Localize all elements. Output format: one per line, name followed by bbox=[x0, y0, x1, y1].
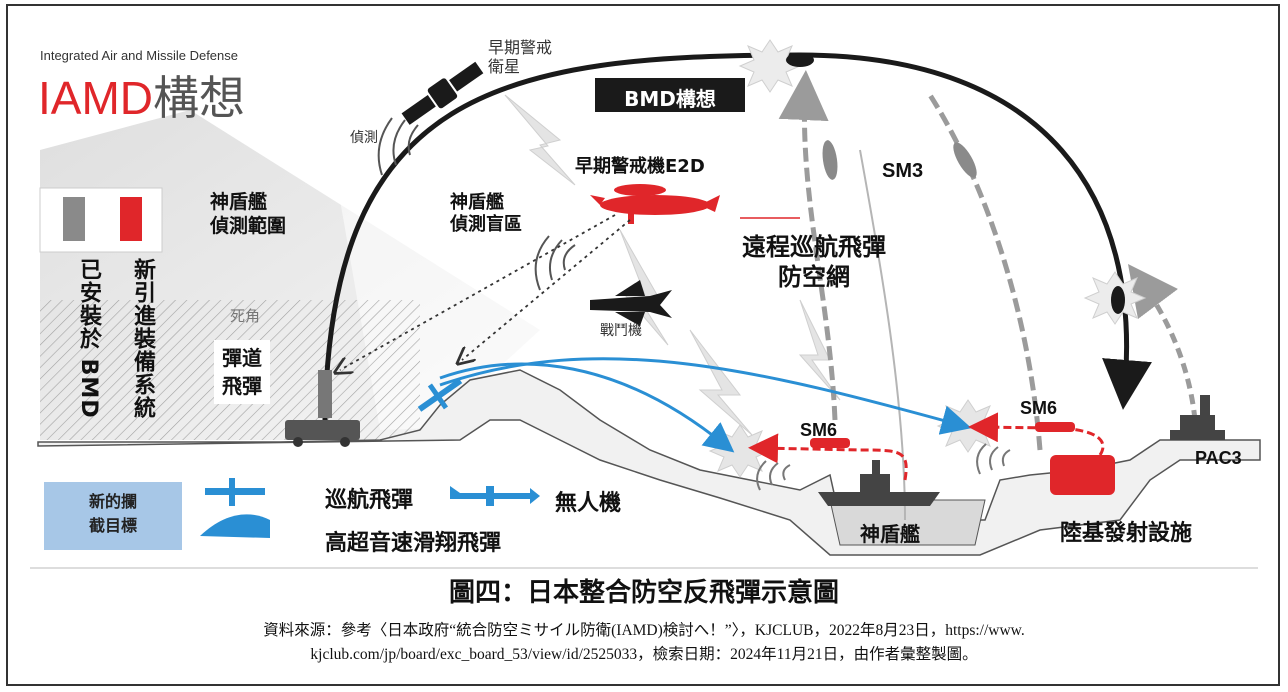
legend-hypersonic-icon bbox=[200, 514, 270, 538]
fighter-jet bbox=[590, 280, 672, 326]
figure-caption: 圖四：日本整合防空反飛彈示意圖 bbox=[448, 578, 839, 608]
sm6-path-left bbox=[748, 433, 908, 481]
legend-installed-swatch bbox=[63, 197, 85, 241]
sm6-left-label: SM6 bbox=[800, 420, 838, 440]
explosion-top-left bbox=[738, 39, 802, 93]
aegis-blind-label: 神盾艦 偵測盲區 bbox=[450, 192, 522, 235]
legend-new-label: 新引進裝備系統 bbox=[130, 258, 155, 419]
bmd-concept-label: BMD構想 bbox=[624, 87, 716, 111]
bmd-label-box bbox=[595, 78, 745, 112]
warhead-pac3 bbox=[1111, 286, 1125, 314]
sm6-missile-left bbox=[810, 438, 850, 448]
aegis-blind-area bbox=[340, 170, 700, 430]
legend-hypersonic-label: 高超音速滑翔飛彈 bbox=[325, 531, 502, 556]
comm-links bbox=[504, 94, 841, 436]
satellite-label: 早期警戒 衛星 bbox=[488, 38, 553, 76]
e2d-aircraft bbox=[590, 184, 720, 224]
sm3-path-2 bbox=[859, 149, 906, 521]
sm3-missile-1 bbox=[822, 140, 838, 180]
dead-angle-label: 死角 bbox=[230, 307, 261, 325]
e2d-detect-waves bbox=[534, 235, 576, 291]
sm6-right-label: SM6 bbox=[1020, 398, 1058, 418]
new-targets-box bbox=[44, 482, 182, 550]
legend-new-swatch bbox=[120, 197, 142, 241]
ship-detect-waves bbox=[756, 460, 791, 491]
sm6-missile-right bbox=[1035, 422, 1075, 432]
cruise-defense-label: 遠程巡航飛彈 防空網 bbox=[742, 233, 886, 291]
ballistic-missile-label: 彈道 飛彈 bbox=[214, 340, 270, 404]
legend-cruise-icon bbox=[205, 478, 265, 506]
launcher-detect-waves bbox=[976, 443, 1011, 475]
sm3-label: SM3 bbox=[882, 160, 924, 182]
ballistic-launcher-missile bbox=[318, 370, 332, 418]
satellite-detect-waves bbox=[377, 117, 419, 176]
source-line-2: kjclub.com/jp/board/exc_board_53/view/id… bbox=[310, 646, 978, 663]
aegis-range-label: 神盾艦 偵測範圍 bbox=[210, 191, 287, 237]
ground-launcher-label: 陸基發射設施 bbox=[1060, 521, 1193, 546]
legend-box bbox=[39, 187, 163, 253]
aegis-ship-label: 神盾艦 bbox=[860, 522, 920, 546]
pac3-label: PAC3 bbox=[1195, 448, 1242, 468]
e2d-label: 早期警戒機E2D bbox=[575, 156, 705, 177]
pac3-path bbox=[1128, 263, 1198, 421]
source-line-1: 資料來源：參考〈日本政府“統合防空ミサイル防衛(IAMD)検討へ！”〉，KJCL… bbox=[263, 622, 1025, 639]
sm3-path-1 bbox=[778, 70, 838, 421]
pac3-launcher bbox=[1170, 395, 1225, 440]
legend-cruise-label: 巡航飛彈 bbox=[325, 488, 414, 513]
aegis-ship bbox=[818, 460, 940, 506]
legend-drone-label: 無人機 bbox=[555, 491, 622, 516]
explosion-sm6-right bbox=[936, 399, 1000, 453]
legend-drone-icon bbox=[450, 486, 540, 506]
sm3-missile-2 bbox=[953, 142, 977, 178]
subtitle-en: Integrated Air and Missile Defense bbox=[40, 48, 238, 63]
page-title: IAMD構想 bbox=[38, 62, 245, 128]
title-suffix: 構想 bbox=[153, 72, 245, 124]
explosion-sm6-left bbox=[708, 424, 772, 478]
cruise-missile-path bbox=[439, 357, 972, 435]
hypersonic-path bbox=[439, 362, 735, 453]
title-prefix: IAMD bbox=[38, 72, 153, 124]
ballistic-launcher-truck bbox=[285, 420, 360, 440]
fighter-label: 戰鬥機 bbox=[600, 323, 642, 339]
early-warning-satellite bbox=[401, 61, 484, 125]
ground-launcher-icon bbox=[1050, 455, 1115, 495]
detect-label: 偵測 bbox=[350, 130, 378, 146]
warhead-top bbox=[786, 53, 814, 67]
legend-installed-label: 已安裝於 BMD bbox=[76, 258, 101, 419]
terrain bbox=[37, 369, 1261, 556]
sm3-path-3 bbox=[927, 93, 1043, 451]
cruise-missile-icon bbox=[417, 378, 463, 412]
new-targets-label: 新的攔 截目標 bbox=[88, 492, 137, 535]
